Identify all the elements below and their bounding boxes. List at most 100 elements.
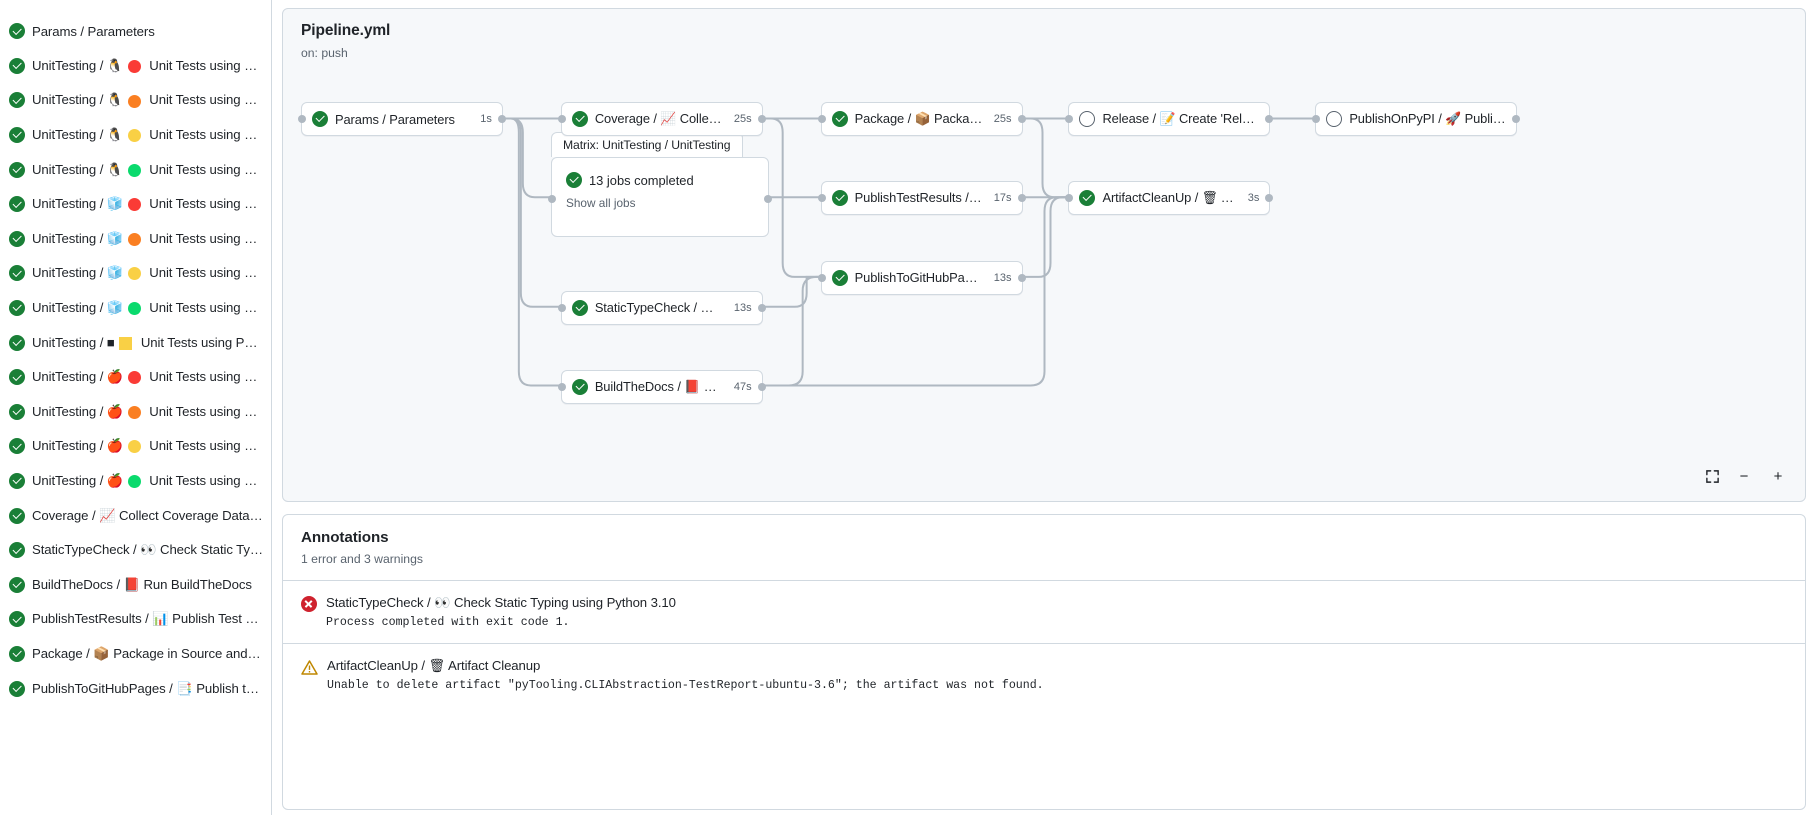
check-circle-icon: [9, 127, 25, 144]
python-version-color-dot: [127, 59, 141, 73]
sidebar-item[interactable]: UnitTesting / 🐧 Unit Tests using Pyth…: [0, 118, 271, 153]
check-circle-icon: [9, 265, 25, 282]
annotations-list: StaticTypeCheck / 👀 Check Static Typing …: [283, 580, 1805, 706]
node-output-port: [1017, 115, 1026, 123]
node-input-port: [557, 304, 566, 312]
sidebar-item[interactable]: PublishToGitHubPages / 📑 Publish to G…: [0, 671, 271, 706]
node-input-port: [1312, 115, 1321, 123]
python-version-color-dot: [127, 198, 141, 212]
sidebar-item-label: UnitTesting / 🍎 Unit Tests using Pyth…: [32, 473, 264, 489]
matrix-jobs-status[interactable]: 13 jobs completed: [552, 158, 768, 188]
sidebar-item[interactable]: Package / 📦 Package in Source and Wh…: [0, 637, 271, 672]
sidebar-item-label: UnitTesting / 🧊 Unit Tests using Pyth…: [32, 230, 264, 246]
graph-zoom-controls[interactable]: − +: [1701, 465, 1789, 487]
fit-screen-icon[interactable]: [1701, 465, 1723, 487]
matrix-jobs-label: 13 jobs completed: [589, 172, 694, 188]
graph-node-label: BuildTheDocs / 📕 Run Buil…: [594, 379, 723, 394]
annotations-header: Annotations 1 error and 3 warnings: [283, 515, 1805, 566]
graph-node-ghpages[interactable]: PublishToGitHubPages / 📑 …13s: [817, 261, 1026, 295]
check-circle-icon: [9, 92, 25, 109]
check-circle-icon: [566, 172, 582, 188]
sidebar-item[interactable]: Params / Parameters: [0, 14, 271, 49]
sidebar-item-label: Package / 📦 Package in Source and Wh…: [32, 645, 264, 661]
sidebar-item[interactable]: UnitTesting / 🧊 Unit Tests using Pyth…: [0, 222, 271, 257]
graph-node-label: PublishTestResults / 📊 Pu…: [854, 190, 983, 205]
sidebar-item[interactable]: UnitTesting / 🐧 Unit Tests using Pyth…: [0, 152, 271, 187]
check-circle-icon: [9, 23, 25, 40]
python-version-color-dot: [127, 94, 141, 108]
check-circle-icon: [9, 645, 25, 662]
node-output-port: [497, 115, 506, 123]
check-circle-icon: [9, 576, 25, 593]
check-circle-icon: [9, 300, 25, 317]
check-circle-icon: [831, 270, 848, 286]
sidebar-item-label: UnitTesting / 🧊 Unit Tests using Pyth…: [32, 300, 264, 316]
graph-node-statictype[interactable]: StaticTypeCheck / 👀 Chec… 13s: [557, 291, 766, 325]
sidebar-item-label: UnitTesting / 🍎 Unit Tests using Pyth…: [32, 438, 264, 454]
matrix-group-unittesting[interactable]: Matrix: UnitTesting / UnitTesting 13 job…: [548, 132, 772, 237]
sidebar-item[interactable]: UnitTesting / 🐧 Unit Tests using Pyth…: [0, 49, 271, 84]
graph-node-builddocs[interactable]: BuildTheDocs / 📕 Run Buil…47s: [557, 370, 766, 404]
graph-header: Pipeline.yml on: push: [283, 9, 1805, 60]
annotation-title: StaticTypeCheck / 👀 Check Static Typing …: [326, 595, 676, 610]
check-circle-icon: [1079, 190, 1096, 206]
graph-node-artifact[interactable]: ArtifactCleanUp / 🗑 Artifac…3s: [1065, 181, 1274, 215]
sidebar-item[interactable]: UnitTesting / 🧊 Unit Tests using Pyth…: [0, 291, 271, 326]
graph-node-label: StaticTypeCheck / 👀 Chec…: [594, 300, 723, 315]
sidebar-item[interactable]: UnitTesting / 🍎 Unit Tests using Pyth…: [0, 464, 271, 499]
graph-node-publishpypi[interactable]: PublishOnPyPI / 🚀 Publish to …: [1312, 102, 1521, 136]
node-output-port: [1512, 115, 1521, 123]
show-all-jobs-link[interactable]: Show all jobs: [566, 196, 636, 210]
node-input-port: [297, 115, 306, 123]
check-circle-icon: [9, 161, 25, 178]
graph-canvas[interactable]: Matrix: UnitTesting / UnitTesting 13 job…: [283, 9, 1805, 501]
graph-node-label: Package / 📦 Package in So…: [854, 111, 983, 126]
sidebar-item[interactable]: UnitTesting / 🍎 Unit Tests using Pyth…: [0, 429, 271, 464]
sidebar-item[interactable]: UnitTesting / 🧊 Unit Tests using Pyth…: [0, 187, 271, 222]
graph-node-release[interactable]: Release / 📝 Create 'Release P…: [1065, 102, 1274, 136]
sidebar-item[interactable]: Coverage / 📈 Collect Coverage Data usi…: [0, 498, 271, 533]
sidebar-item[interactable]: StaticTypeCheck / 👀 Check Static Typing…: [0, 533, 271, 568]
graph-node-coverage[interactable]: Coverage / 📈 Collect Cove…25s: [557, 102, 766, 136]
check-circle-icon: [9, 57, 25, 74]
check-circle-icon: [571, 111, 588, 127]
check-circle-icon: [9, 542, 25, 559]
check-circle-icon: [9, 680, 25, 697]
graph-node-label: PublishOnPyPI / 🚀 Publish to …: [1349, 111, 1507, 126]
sidebar-item-label: UnitTesting / 🐧 Unit Tests using Pyth…: [32, 57, 264, 73]
matrix-group-label: Matrix: UnitTesting / UnitTesting: [551, 132, 744, 157]
python-version-color-dot: [127, 475, 141, 489]
sidebar-item-label: Params / Parameters: [32, 23, 155, 39]
sidebar-item[interactable]: UnitTesting / 🍎 Unit Tests using Pyth…: [0, 395, 271, 430]
sidebar-item-label: UnitTesting / 🍎 Unit Tests using Pyth…: [32, 369, 264, 385]
sidebar-item[interactable]: UnitTesting / 🐧 Unit Tests using Pyth…: [0, 83, 271, 118]
node-output-port: [1017, 274, 1026, 282]
sidebar-item[interactable]: PublishTestResults / 📊 Publish Test Resu…: [0, 602, 271, 637]
skipped-circle-icon: [1326, 111, 1343, 127]
python-version-color-dot: [127, 267, 141, 281]
sidebar-item[interactable]: UnitTesting / ■ Unit Tests using Pyth…: [0, 325, 271, 360]
annotation-row[interactable]: StaticTypeCheck / 👀 Check Static Typing …: [283, 580, 1805, 643]
node-input-port: [557, 115, 566, 123]
sidebar-item[interactable]: UnitTesting / 🧊 Unit Tests using Pyth…: [0, 256, 271, 291]
graph-node-testresults[interactable]: PublishTestResults / 📊 Pu…17s: [817, 181, 1026, 215]
annotations-panel: Annotations 1 error and 3 warnings Stati…: [282, 514, 1806, 810]
sidebar-item-label: BuildTheDocs / 📕 Run BuildTheDocs: [32, 576, 252, 592]
graph-node-duration: 13s: [733, 302, 752, 314]
sidebar-item[interactable]: UnitTesting / 🍎 Unit Tests using Pyth…: [0, 360, 271, 395]
workflow-graph-panel[interactable]: Pipeline.yml on: push: [282, 8, 1806, 502]
graph-node-duration: 3s: [1247, 192, 1260, 204]
zoom-out-button[interactable]: −: [1739, 467, 1749, 485]
sidebar-item-label: PublishTestResults / 📊 Publish Test Resu…: [32, 611, 264, 627]
check-circle-icon: [9, 230, 25, 247]
node-input-port: [557, 383, 566, 391]
graph-node-duration: 25s: [993, 113, 1012, 125]
node-input-port: [1065, 115, 1074, 123]
graph-node-package[interactable]: Package / 📦 Package in So… 25s: [817, 102, 1026, 136]
sidebar-item[interactable]: BuildTheDocs / 📕 Run BuildTheDocs: [0, 568, 271, 603]
zoom-in-button[interactable]: +: [1773, 467, 1783, 485]
python-version-color-dot: [127, 232, 141, 246]
